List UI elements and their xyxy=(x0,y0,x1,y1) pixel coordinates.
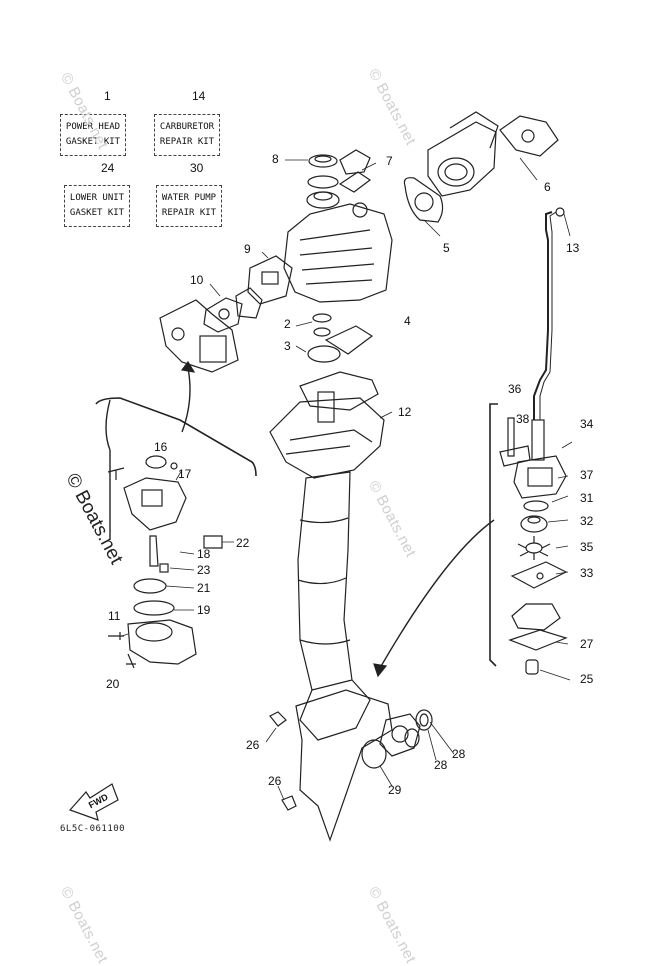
kit-label: WATER PUMP xyxy=(161,193,217,203)
lower-unit-gasket-kit: LOWER UNIT GASKET KIT xyxy=(64,185,130,227)
callout-22: 22 xyxy=(236,536,250,550)
outer-plate-33 xyxy=(510,561,568,589)
oring-29 xyxy=(361,739,387,769)
callout-2: 2 xyxy=(284,317,291,331)
detail-bracket-left xyxy=(95,397,257,477)
callout-5: 5 xyxy=(443,241,450,255)
screw-11 xyxy=(108,632,124,640)
gasket-27 xyxy=(508,629,568,651)
water-pump-repair-kit: WATER PUMP REPAIR KIT xyxy=(156,185,222,227)
kit-label: GASKET KIT xyxy=(65,137,121,147)
callout-8: 8 xyxy=(272,152,279,166)
callout-37: 37 xyxy=(580,468,594,482)
gasket-9 xyxy=(247,255,293,305)
leader-arrow-up xyxy=(181,367,191,433)
callout-20: 20 xyxy=(106,677,120,691)
kit-label: GASKET KIT xyxy=(69,208,125,218)
oring-19 xyxy=(133,600,175,616)
kit-number-carburetor: 14 xyxy=(192,89,206,103)
callout-31: 31 xyxy=(580,491,594,505)
power-head-block xyxy=(283,203,393,303)
fwd-arrow xyxy=(68,783,119,821)
fuel-pump-body xyxy=(123,477,187,531)
grommet-34 xyxy=(531,419,545,461)
callout-6: 6 xyxy=(544,180,551,194)
gasket-4 xyxy=(324,325,374,355)
callout-38: 38 xyxy=(516,412,530,426)
callout-25: 25 xyxy=(580,672,594,686)
callout-23: 23 xyxy=(197,563,211,577)
callout-36: 36 xyxy=(508,382,522,396)
callout-35: 35 xyxy=(580,540,594,554)
callout-7: 7 xyxy=(386,154,393,168)
kit-label: POWER HEAD xyxy=(65,122,121,132)
callout-21: 21 xyxy=(197,581,211,595)
callout-3: 3 xyxy=(284,339,291,353)
seal-28a xyxy=(415,709,433,731)
grommet-25 xyxy=(525,659,539,675)
oil-seal-2 xyxy=(312,313,332,323)
kit-number-lower-unit: 24 xyxy=(101,161,115,175)
callout-26-lower: 26 xyxy=(268,774,282,788)
kit-label: LOWER UNIT xyxy=(69,193,125,203)
detail-bracket-right xyxy=(489,403,498,667)
impeller-35 xyxy=(517,536,551,560)
carburetor-repair-kit: CARBURETOR REPAIR KIT xyxy=(154,114,220,156)
leader-arrow-down xyxy=(379,519,495,669)
gasket-6 xyxy=(499,115,559,157)
exploded-parts-diagram xyxy=(68,111,573,842)
callout-13: 13 xyxy=(566,241,580,255)
plunger-18 xyxy=(149,535,159,567)
oil-seal-8 xyxy=(308,154,338,168)
callout-28-left: 28 xyxy=(434,758,448,772)
kit-number-power-head: 1 xyxy=(104,89,111,103)
callout-27: 27 xyxy=(580,637,594,651)
water-tube xyxy=(533,211,553,420)
callout-29: 29 xyxy=(388,783,402,797)
screw-20 xyxy=(126,653,136,669)
pump-base xyxy=(127,619,197,665)
diaphragm-21 xyxy=(133,578,167,594)
power-head-gasket-kit: POWER HEAD GASKET KIT xyxy=(60,114,126,156)
callout-16: 16 xyxy=(154,440,168,454)
cylinder-cover-5 xyxy=(403,177,444,223)
gasket-10 xyxy=(203,297,243,333)
pump-housing-37 xyxy=(513,455,567,499)
kit-label: REPAIR KIT xyxy=(159,137,215,147)
callout-33: 33 xyxy=(580,566,594,580)
callout-11: 11 xyxy=(108,609,121,623)
callout-34: 34 xyxy=(580,417,594,431)
upper-casing-12 xyxy=(269,397,385,479)
cap-16 xyxy=(145,455,167,469)
callout-32: 32 xyxy=(580,514,594,528)
bolt-23 xyxy=(159,563,169,573)
plug-26b xyxy=(281,795,297,811)
seal-28b xyxy=(404,728,420,748)
oring-3 xyxy=(307,345,341,363)
carburetor xyxy=(159,299,239,373)
kit-label: REPAIR KIT xyxy=(161,208,217,218)
drawing-code: 6L5C-061100 xyxy=(60,824,126,834)
callout-12: 12 xyxy=(398,405,412,419)
lower-unit-gearcase xyxy=(295,689,393,842)
callout-4: 4 xyxy=(404,314,411,328)
insert-32 xyxy=(520,515,548,533)
callout-19: 19 xyxy=(197,603,211,617)
exhaust-cover xyxy=(427,121,497,197)
plug-26a xyxy=(269,711,287,727)
callout-26-upper: 26 xyxy=(246,738,260,752)
kit-label: CARBURETOR xyxy=(159,122,215,132)
cap-7 xyxy=(339,149,371,175)
callout-18: 18 xyxy=(197,547,211,561)
callout-10: 10 xyxy=(190,273,204,287)
drive-shaft-housing xyxy=(297,471,353,691)
kit-number-water-pump: 30 xyxy=(190,161,204,175)
callout-17: 17 xyxy=(178,467,192,481)
fitting-22 xyxy=(203,535,223,549)
plate-31 xyxy=(523,500,549,512)
callout-9: 9 xyxy=(244,242,251,256)
callout-28-right: 28 xyxy=(452,747,466,761)
